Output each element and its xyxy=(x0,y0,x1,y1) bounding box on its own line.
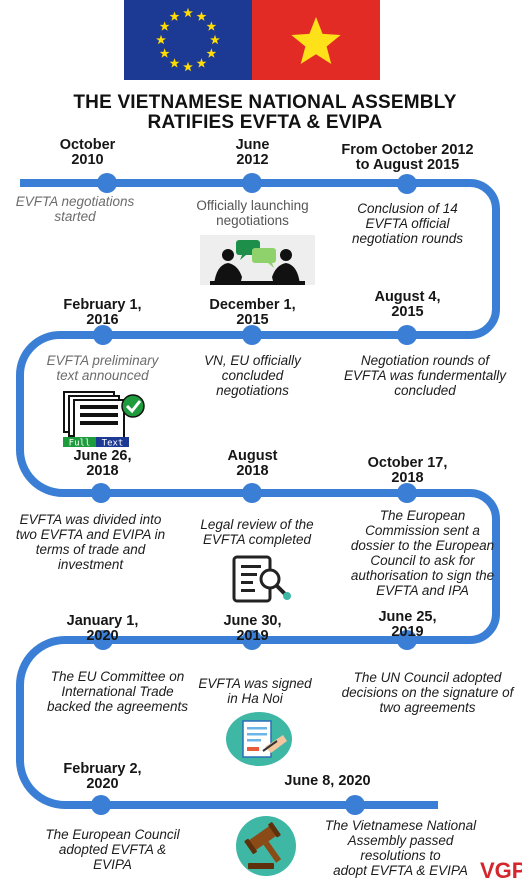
eu-star-icon xyxy=(206,21,217,31)
milestone-date: February 1,2016 xyxy=(63,297,142,328)
milestone-dot xyxy=(242,173,262,193)
milestone-dot xyxy=(93,630,113,650)
eu-flag xyxy=(124,0,252,80)
gavel-icon xyxy=(236,816,296,876)
milestone-dot xyxy=(345,795,365,815)
signing-document-icon xyxy=(226,712,292,766)
milestone-date: June 26,2018 xyxy=(73,448,132,479)
milestone-dot xyxy=(397,174,417,194)
full-text-document-icon: Full Text xyxy=(63,391,145,449)
vietnam-star-icon xyxy=(291,17,341,64)
milestone-date: June 30,2019 xyxy=(223,613,282,644)
milestone-dot xyxy=(397,483,417,503)
milestone-dot xyxy=(97,173,117,193)
eu-star-icon xyxy=(169,11,180,21)
eu-star-icon xyxy=(183,61,193,72)
eu-star-icon xyxy=(159,21,170,31)
text-label: Text xyxy=(102,439,124,449)
eu-star-icon xyxy=(210,34,220,45)
vgp-logo: VGP xyxy=(480,858,522,882)
milestone-dot xyxy=(242,630,262,650)
title-line-1: THE VIETNAMESE NATIONAL ASSEMBLY xyxy=(73,92,457,113)
eu-star-icon xyxy=(156,34,166,45)
negotiation-icon xyxy=(200,235,315,285)
eu-stars xyxy=(156,7,220,72)
milestone-date: January 1,2020 xyxy=(66,613,139,644)
eu-star-icon xyxy=(196,11,207,21)
milestone-date: October 17,2018 xyxy=(367,455,448,486)
timeline-path xyxy=(16,179,500,809)
full-label: Full xyxy=(69,439,91,449)
eu-star-icon xyxy=(169,58,180,68)
milestone-dot xyxy=(397,325,417,345)
milestone-date: June 25,2019 xyxy=(378,609,437,640)
svg-text:VGP: VGP xyxy=(480,858,522,882)
eu-star-icon xyxy=(183,7,193,18)
milestone-dot xyxy=(242,325,262,345)
milestone-dot xyxy=(91,795,111,815)
vietnam-flag xyxy=(252,0,380,80)
milestone-dot xyxy=(93,325,113,345)
milestone-date: December 1,2015 xyxy=(209,297,296,328)
milestone-dot xyxy=(397,630,417,650)
milestone-date: February 2,2020 xyxy=(63,761,142,792)
eu-star-icon xyxy=(206,48,217,58)
milestone-dot xyxy=(242,483,262,503)
legal-review-icon xyxy=(232,555,291,603)
milestone-date: June 8, 2020 xyxy=(284,773,371,789)
title-line-2: RATIFIES EVFTA & EVIPA xyxy=(147,112,383,133)
eu-star-icon xyxy=(196,58,207,68)
milestone-date: August 4,2015 xyxy=(374,289,441,320)
milestone-dot xyxy=(91,483,111,503)
eu-star-icon xyxy=(159,48,170,58)
